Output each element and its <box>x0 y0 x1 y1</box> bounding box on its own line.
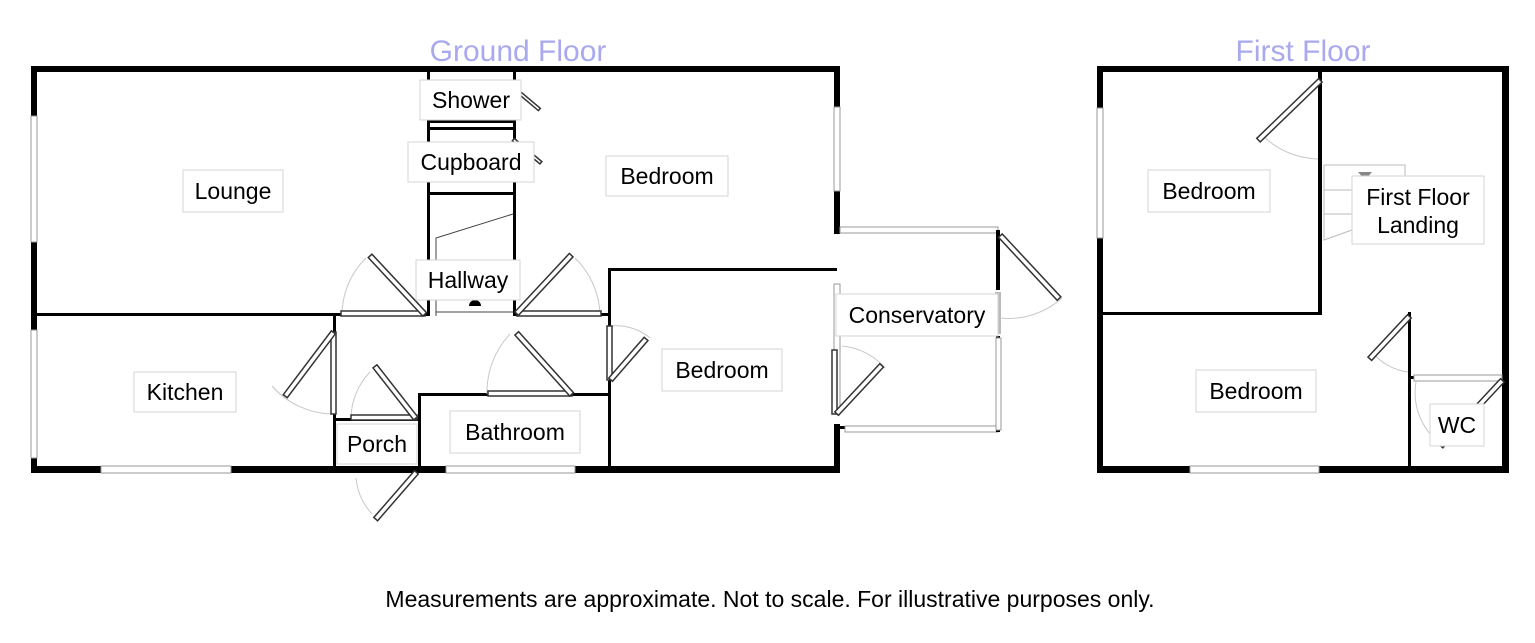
window <box>1413 374 1503 382</box>
window <box>445 465 576 474</box>
wall <box>834 424 840 473</box>
door <box>997 232 1063 319</box>
wall <box>1103 312 1322 315</box>
door <box>513 252 602 317</box>
window <box>100 465 232 474</box>
window <box>1189 465 1320 474</box>
room-label-bedroom: Bedroom <box>1162 178 1255 204</box>
window <box>995 337 1002 431</box>
wall <box>430 120 513 123</box>
room-label-bathroom: Bathroom <box>465 419 565 445</box>
door <box>1255 77 1324 160</box>
window <box>844 425 999 433</box>
disclaimer: Measurements are approximate. Not to sca… <box>385 586 1154 612</box>
wall <box>608 268 837 271</box>
wall <box>31 66 840 72</box>
door <box>271 329 337 415</box>
room-label-cupboard: Cupboard <box>420 149 521 175</box>
wall <box>1408 312 1411 470</box>
room-label-shower: Shower <box>432 87 510 113</box>
room-label-conservatory: Conservatory <box>849 302 986 328</box>
wall <box>996 230 1000 290</box>
wall <box>37 313 342 316</box>
wall <box>1318 72 1322 315</box>
wall <box>31 466 840 473</box>
room-label-porch: Porch <box>347 431 407 457</box>
room-label-bedroom: Bedroom <box>620 163 713 189</box>
room-label-bedroom-mid: Bedroom <box>675 357 768 383</box>
wall <box>1097 66 1509 72</box>
wall <box>31 66 37 473</box>
door <box>350 363 419 421</box>
wall <box>418 393 421 466</box>
ground-floor: Ground Floor <box>30 35 1063 522</box>
first-floor: First Floor <box>1096 35 1509 474</box>
door <box>486 330 575 398</box>
wall <box>1502 66 1509 473</box>
door <box>355 469 420 522</box>
window <box>30 115 38 243</box>
wall <box>1097 66 1103 473</box>
wall <box>430 127 513 130</box>
window <box>833 106 841 192</box>
wall <box>430 192 513 195</box>
room-label-landing-line1: First Floor <box>1366 184 1470 210</box>
window <box>30 329 38 459</box>
wall <box>513 72 516 316</box>
stair-arrow-icon <box>469 300 481 306</box>
room-label-wc: WC <box>1438 412 1476 438</box>
room-label-lounge: Lounge <box>195 178 272 204</box>
room-label-kitchen: Kitchen <box>147 379 224 405</box>
door <box>1366 313 1413 373</box>
window <box>1096 107 1104 239</box>
ground-floor-title: Ground Floor <box>430 35 607 68</box>
room-label-hallway: Hallway <box>428 267 509 293</box>
door <box>340 253 428 318</box>
room-label-bedroom-bottom: Bedroom <box>1209 378 1302 404</box>
first-floor-title: First Floor <box>1236 35 1371 68</box>
room-label-landing-line2: Landing <box>1377 212 1459 238</box>
door <box>606 325 651 383</box>
door <box>831 345 886 417</box>
window <box>839 226 999 234</box>
wall <box>427 72 430 316</box>
